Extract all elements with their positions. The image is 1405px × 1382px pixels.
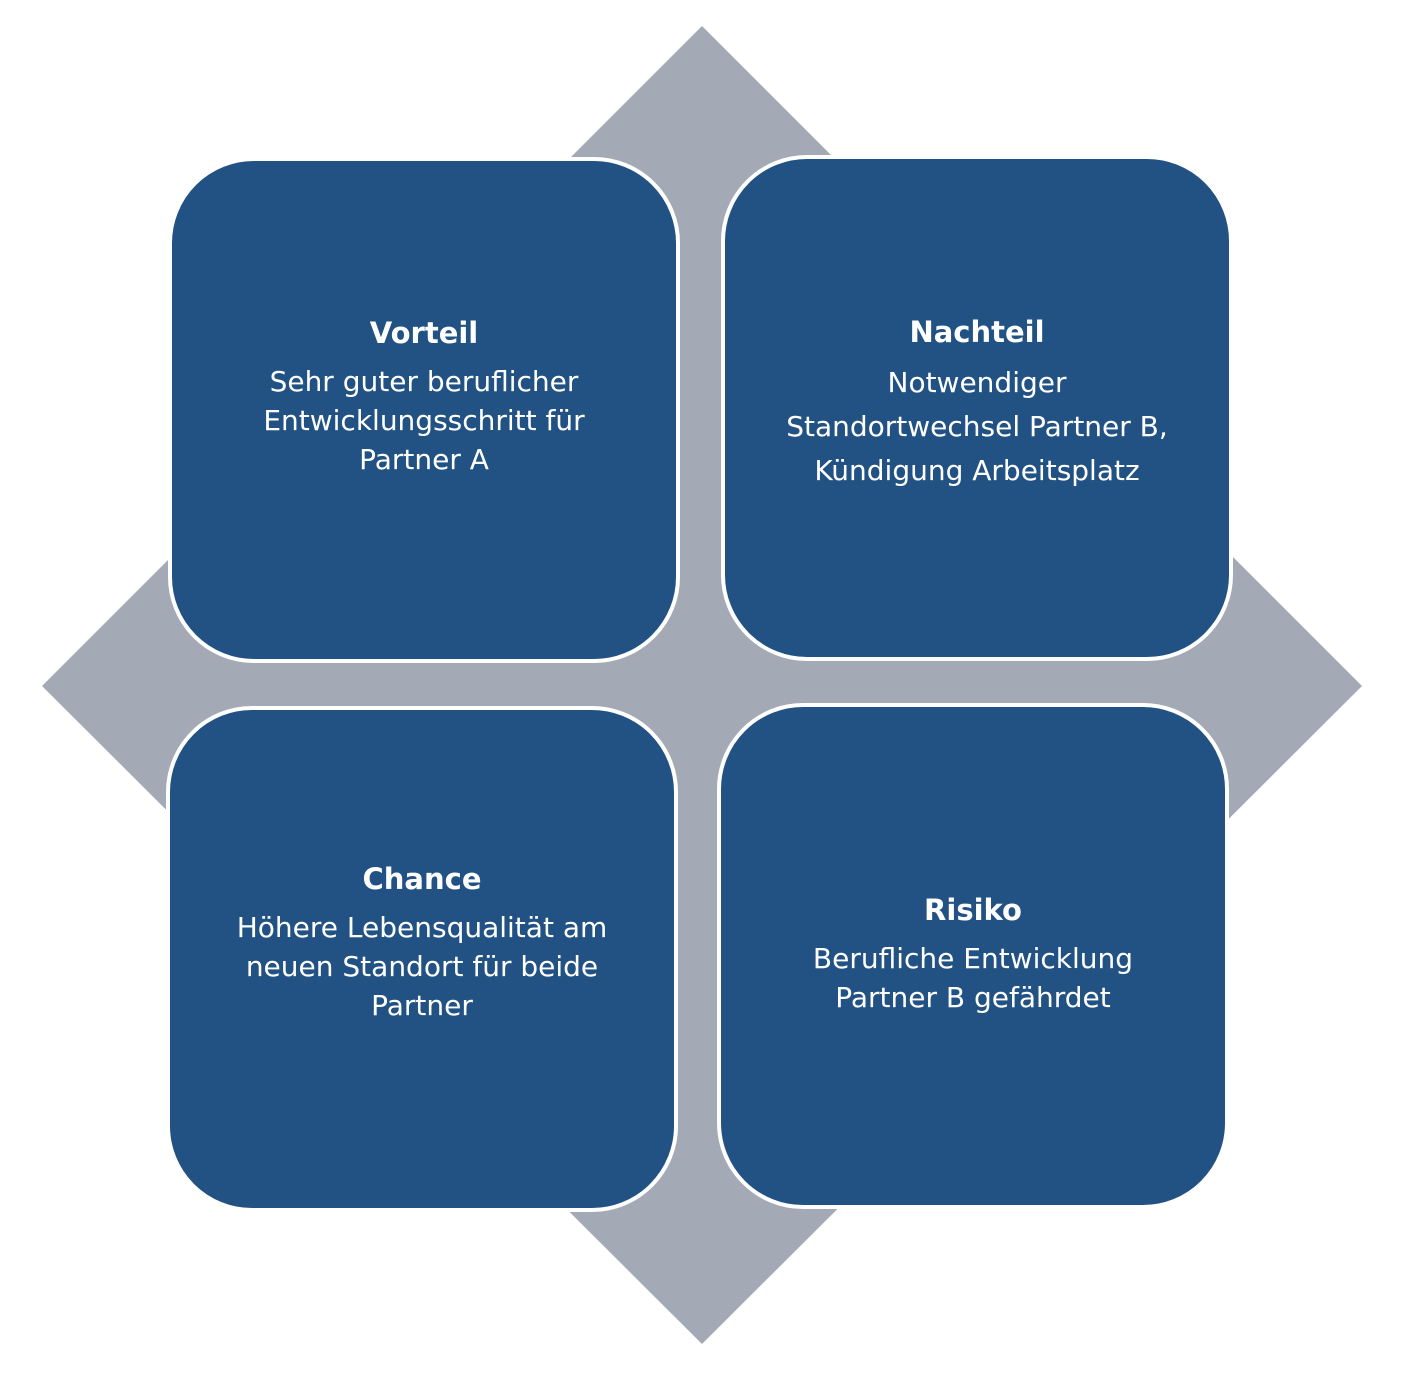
text-line: Partner B gefährdet <box>835 981 1111 1014</box>
quadrant-vorteil: Vorteil Sehr guter beruflicher Entwicklu… <box>168 157 680 663</box>
text-line: Partner A <box>359 442 489 476</box>
quadrant-title: Chance <box>362 861 482 896</box>
text-line: Höhere Lebensqualität am <box>236 910 608 944</box>
text-line: Kündigung Arbeitsplatz <box>814 454 1140 487</box>
quadrant-title: Risiko <box>924 893 1022 927</box>
text-line: Berufliche Entwicklung <box>812 942 1134 975</box>
quadrant-chance: Chance Höhere Lebensqualität am neuen St… <box>166 706 678 1212</box>
text-line: Entwicklungsschritt für <box>263 403 585 437</box>
text-line: Partner <box>371 988 473 1022</box>
text-line: Notwendiger <box>887 366 1067 399</box>
quadrant-text: Berufliche Entwicklung Partner B gefährd… <box>813 939 1133 1017</box>
quadrant-text: Höhere Lebensqualität am neuen Standort … <box>237 908 608 1025</box>
quadrant-risiko: Risiko Berufliche Entwicklung Partner B … <box>717 703 1229 1209</box>
quadrant-text: Sehr guter beruflicher Entwicklungsschri… <box>263 362 584 479</box>
quadrant-nachteil: Nachteil Notwendiger Standortwechsel Par… <box>721 155 1233 661</box>
quadrant-text: Notwendiger Standortwechsel Partner B, K… <box>786 361 1168 493</box>
text-line: Standortwechsel Partner B, <box>786 410 1168 443</box>
text-line: Sehr guter beruflicher <box>269 364 579 398</box>
quadrant-title: Nachteil <box>909 315 1045 349</box>
quadrant-title: Vorteil <box>369 315 479 350</box>
text-line: neuen Standort für beide <box>245 949 599 983</box>
